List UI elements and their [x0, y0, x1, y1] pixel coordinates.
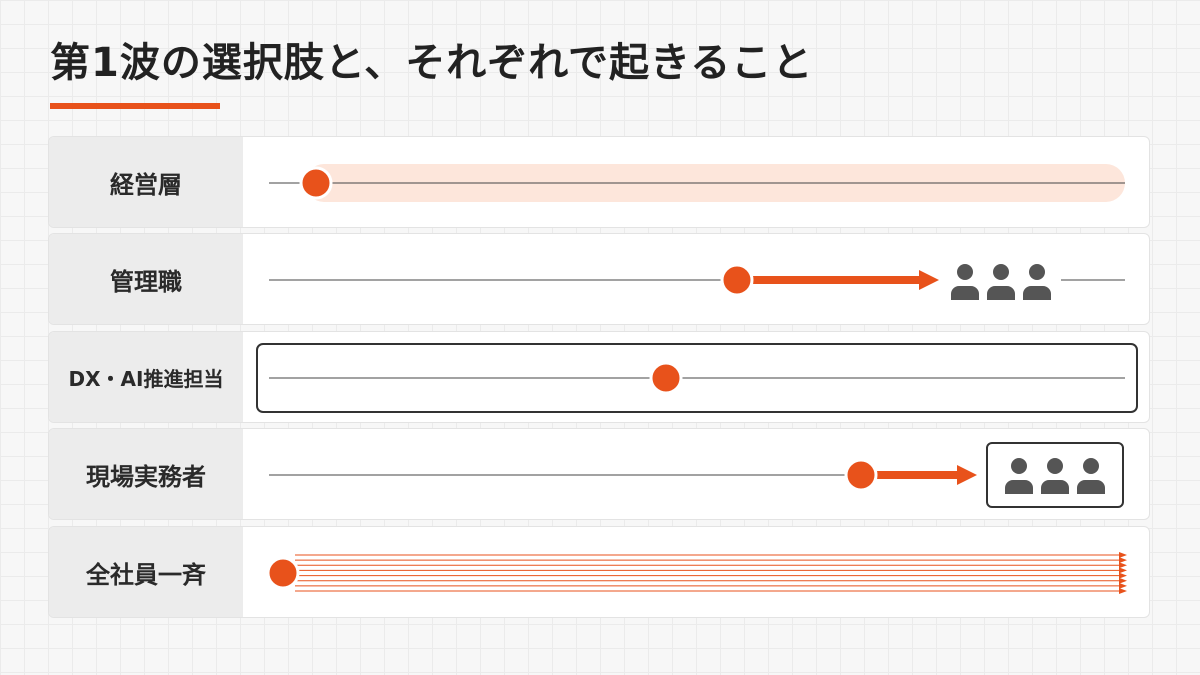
row-label-executives: 経営層 [49, 137, 243, 227]
page-title: 第1波の選択肢と、それぞれで起きること [50, 40, 814, 86]
row-executives: 経営層 [48, 136, 1150, 228]
track-executives-svg [269, 164, 1125, 202]
person-icon [951, 264, 979, 300]
track-field-workers-svg [269, 442, 1124, 508]
person-icon [1005, 458, 1033, 494]
arrow-line-head [1119, 562, 1127, 569]
arrow-line-head [1119, 588, 1127, 594]
arrow-head [957, 465, 977, 485]
arrow-shaft [751, 276, 921, 284]
row-all-employees: 全社員一斉 [48, 526, 1150, 618]
track-managers [243, 234, 1149, 324]
track-executives [243, 137, 1149, 227]
people-frame [986, 442, 1124, 508]
arrow-head [919, 270, 939, 290]
people-group-icon [951, 264, 1051, 300]
row-label-managers: 管理職 [49, 234, 243, 324]
position-dot [844, 458, 878, 492]
title-underline [50, 103, 220, 109]
row-dx-ai-promoters: DX・AI推進担当 [48, 331, 1150, 423]
track-dx-ai-promoters [243, 332, 1149, 422]
person-icon [1023, 264, 1051, 300]
track-all-employees [243, 527, 1149, 617]
position-dot [266, 556, 300, 590]
row-label-dx-ai-promoters: DX・AI推進担当 [49, 332, 243, 422]
row-field-workers: 現場実務者 [48, 428, 1150, 520]
position-dot [299, 166, 333, 200]
arrow-line-head [1119, 577, 1127, 584]
person-icon [1077, 458, 1105, 494]
position-dot [720, 263, 754, 297]
track-all-employees-svg [266, 552, 1127, 594]
row-managers: 管理職 [48, 233, 1150, 325]
row-label-field-workers: 現場実務者 [49, 429, 243, 519]
arrow-shaft [873, 471, 959, 479]
row-label-all-employees: 全社員一斉 [49, 527, 243, 617]
position-dot [649, 361, 683, 395]
track-dx-ai-svg [256, 343, 1138, 413]
arrow-line-head [1119, 557, 1127, 564]
focus-frame [256, 343, 1138, 413]
person-icon [987, 264, 1015, 300]
people-group-icon [1005, 458, 1105, 494]
arrow-line-head [1119, 567, 1127, 574]
parallel-arrow-lines [295, 552, 1127, 594]
person-icon [1041, 458, 1069, 494]
arrow-line-head [1119, 572, 1127, 579]
arrow-line-head [1119, 552, 1127, 558]
track-managers-svg [269, 263, 1125, 300]
arrow-line-head [1119, 582, 1127, 589]
track-field-workers [243, 429, 1149, 519]
